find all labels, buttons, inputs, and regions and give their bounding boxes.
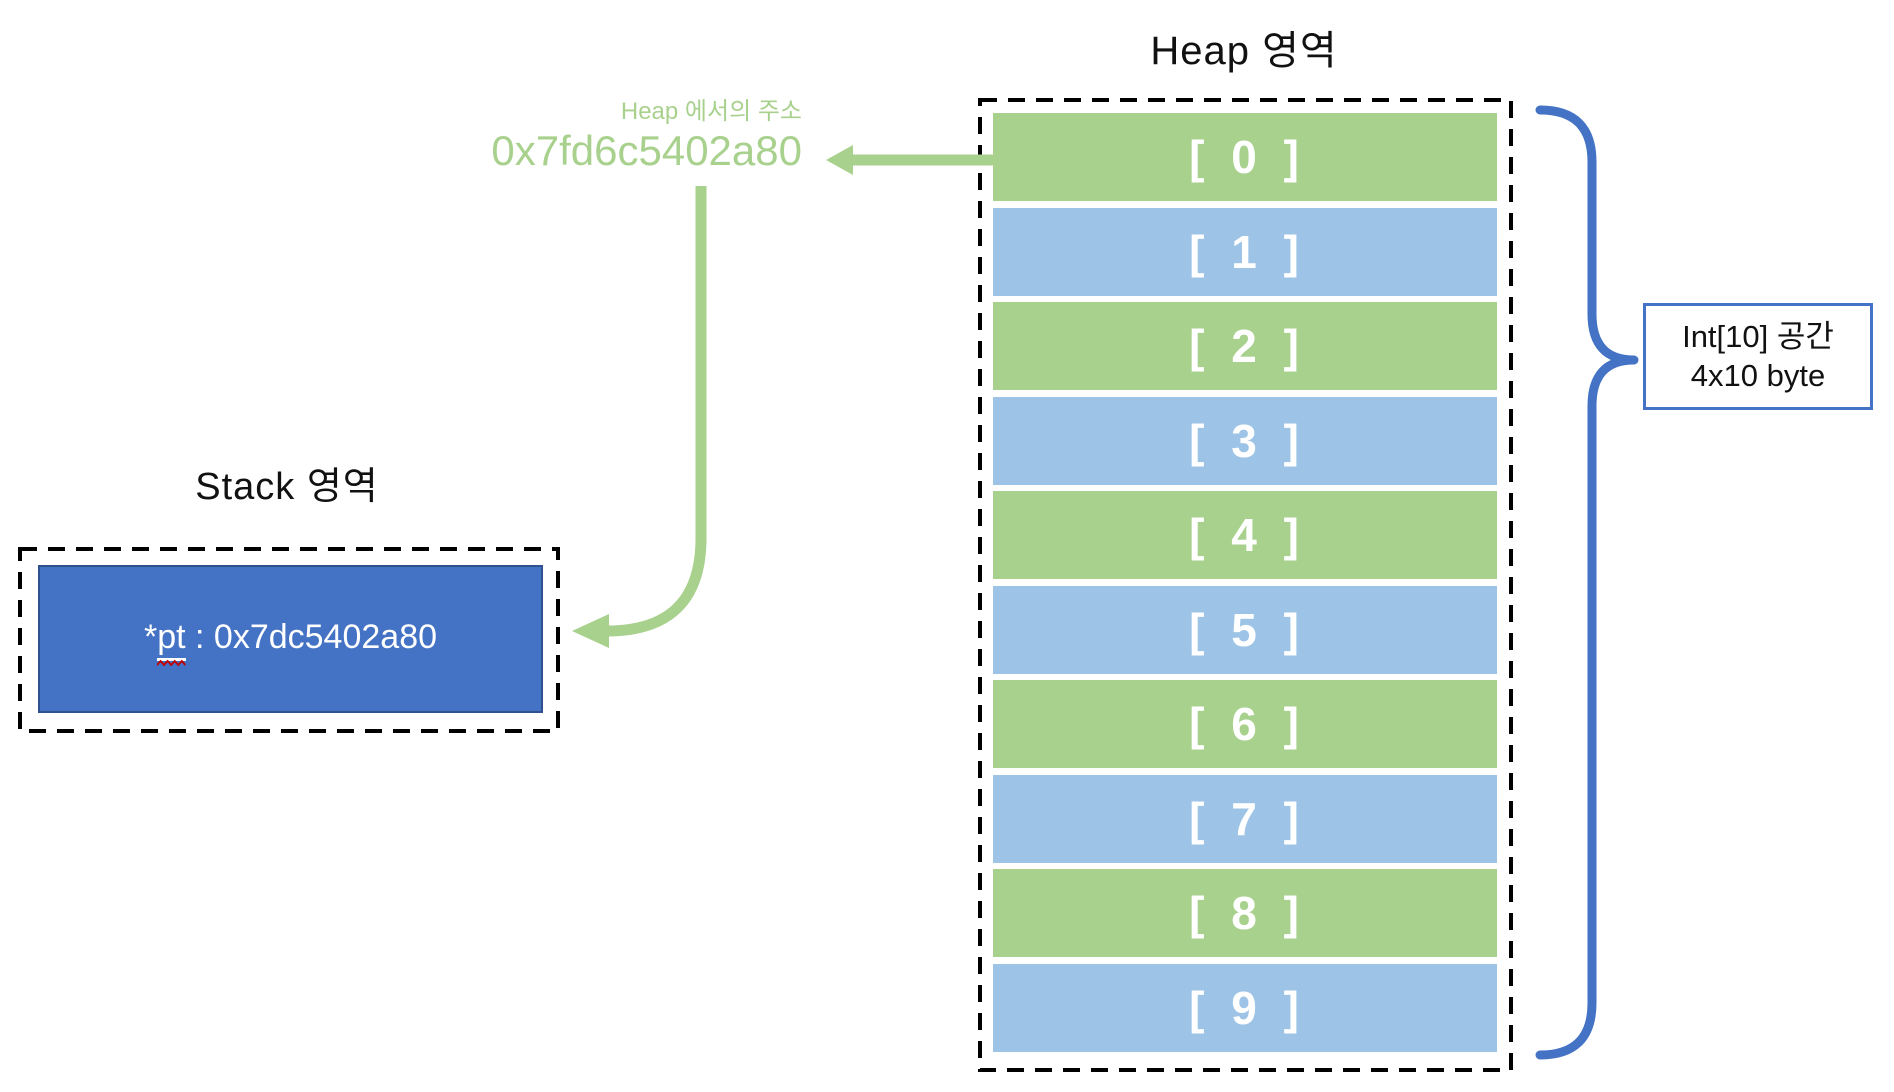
address-to-stack-arrowhead xyxy=(572,614,609,648)
heap-row: [ 3 ] xyxy=(993,396,1497,485)
heap-row-index-label: [ 1 ] xyxy=(1189,225,1301,278)
heap-row: [ 9 ] xyxy=(993,963,1497,1052)
heap-row-index-label: [ 2 ] xyxy=(1189,320,1301,372)
pointer-text: *pt : 0x7dc5402a80 xyxy=(143,617,438,666)
heap-row-index-label: [ 4 ] xyxy=(1189,509,1301,561)
heap-row: [ 0 ] xyxy=(993,113,1497,201)
heap-row-index-label: [ 3 ] xyxy=(1189,414,1301,467)
pointer-star: * xyxy=(143,617,158,656)
stack-pointer-box: *pt : 0x7dc5402a80 xyxy=(38,565,543,713)
heap-row-index-label: [ 5 ] xyxy=(1189,603,1301,656)
heap-row-index-label: [ 7 ] xyxy=(1189,792,1301,845)
heap-row: [ 7 ] xyxy=(993,774,1497,863)
heap-row-index-label: [ 6 ] xyxy=(1189,698,1301,750)
size-label-line1: Int[10] 공간 xyxy=(1682,318,1834,354)
pointer-value: : 0x7dc5402a80 xyxy=(185,617,438,656)
pointer-name: pt xyxy=(157,618,186,666)
heap-to-address-arrowhead xyxy=(826,145,853,175)
spellcheck-squiggle-icon xyxy=(157,659,186,666)
heap-row: [ 8 ] xyxy=(993,869,1497,957)
heap-row-index-label: [ 9 ] xyxy=(1189,981,1301,1034)
heap-row: [ 1 ] xyxy=(993,207,1497,296)
heap-row-index-label: [ 8 ] xyxy=(1189,887,1301,939)
heap-address-callout: Heap 에서의 주소 0x7fd6c5402a80 xyxy=(400,98,802,175)
heap-address-value: 0x7fd6c5402a80 xyxy=(491,127,802,175)
heap-array: [ 0 ] [ 1 ] [ 2 ] [ 3 ] [ 4 ] [ 5 ] [ 6 ] [ 7 ]… xyxy=(993,113,1497,1058)
heap-row: [ 6 ] xyxy=(993,680,1497,768)
heap-row-index-label: [ 0 ] xyxy=(1189,131,1301,183)
heap-region-title: Heap 영역 xyxy=(1150,29,1338,73)
brace-right xyxy=(1535,105,1639,1060)
array-size-label: Int[10] 공간 4x10 byte xyxy=(1643,303,1873,410)
heap-row: [ 4 ] xyxy=(993,491,1497,579)
stack-region-title: Stack 영역 xyxy=(195,466,379,508)
address-to-stack-arrow-shaft xyxy=(606,186,707,637)
heap-address-caption: Heap 에서의 주소 xyxy=(620,98,802,125)
heap-row: [ 5 ] xyxy=(993,585,1497,674)
size-label-line2: 4x10 byte xyxy=(1690,357,1826,393)
heap-row: [ 2 ] xyxy=(993,302,1497,390)
